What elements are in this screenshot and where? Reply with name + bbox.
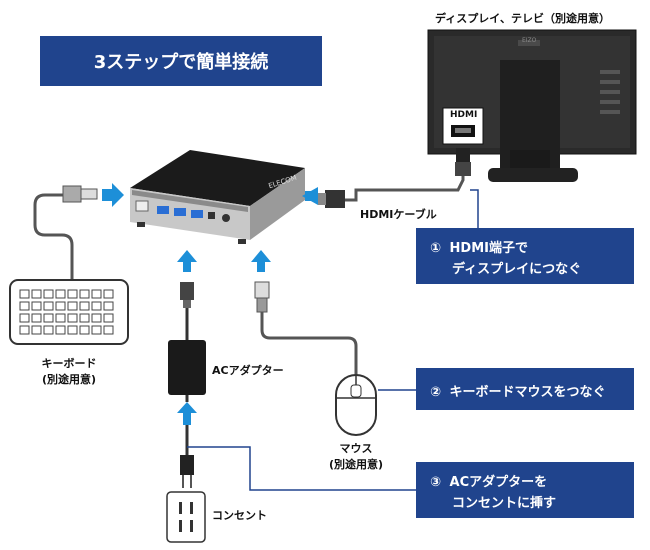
arrow-hdmi-body: [305, 191, 318, 201]
arrows: [102, 183, 318, 425]
step-2-box: ② キーボードマウスをつなぐ: [416, 368, 634, 410]
step-1-line2: ディスプレイにつなぐ: [452, 262, 582, 277]
arrow-power-up: [177, 402, 197, 425]
step-3-line1: ACアダプターを: [449, 475, 548, 490]
step-1-number: ①: [430, 241, 442, 256]
arrow-mouse-up: [251, 250, 271, 272]
keyboard: [9, 185, 129, 345]
hdmi-cable: [318, 148, 471, 208]
page-title: 3ステップで簡単接続: [93, 52, 269, 73]
monitor: [427, 29, 637, 182]
outlet-label: コンセント: [212, 509, 267, 522]
step-2-line1: キーボードマウスをつなぐ: [449, 385, 606, 400]
step-3-box: ③ ACアダプターを コンセントに挿す: [416, 462, 634, 518]
hdmi-port-label: HDMI: [450, 110, 478, 120]
title-banner: 3ステップで簡単接続: [40, 36, 322, 86]
mouse: [254, 281, 377, 436]
step-3-line2: コンセントに挿す: [452, 496, 557, 511]
monitor-brand-logo: EIZO: [522, 37, 537, 44]
arrow-adapter-up: [177, 250, 197, 272]
ac-adapter: [168, 282, 206, 488]
step-3-number: ③: [430, 475, 442, 490]
step-1-box: ① HDMI端子で ディスプレイにつなぐ: [416, 228, 634, 284]
arrow-keyboard: [102, 183, 124, 207]
step-1-line1: HDMI端子で: [449, 241, 528, 256]
adapter-label: ACアダプター: [212, 364, 284, 377]
hdmi-cable-label: HDMIケーブル: [360, 208, 437, 221]
mouse-label: マウス (別途用意): [328, 442, 384, 471]
power-outlet: [166, 491, 206, 543]
monitor-label: ディスプレイ、テレビ（別途用意）: [435, 12, 611, 25]
step-2-number: ②: [430, 385, 442, 400]
keyboard-label: キーボード (別途用意): [41, 357, 97, 386]
mini-pc: [130, 150, 305, 244]
leader-lines: [187, 189, 479, 491]
